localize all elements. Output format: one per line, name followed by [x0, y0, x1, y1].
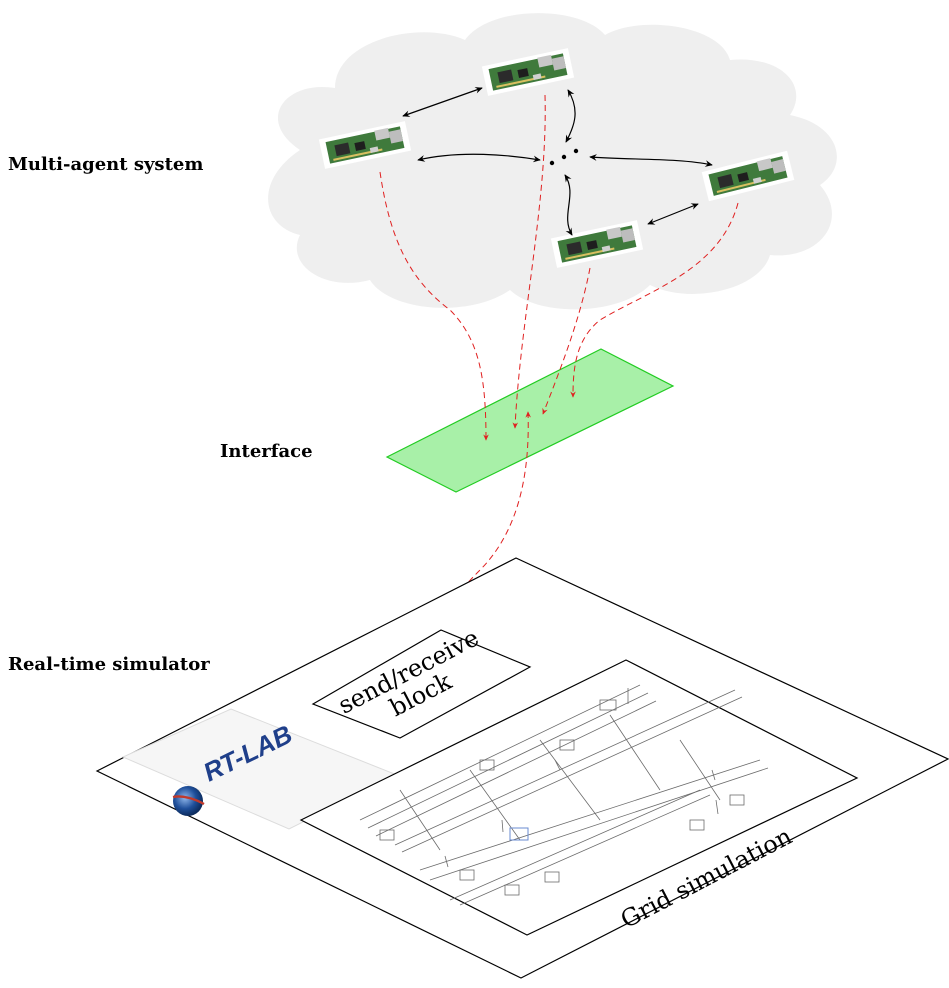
simulator-label: Real-time simulator [8, 654, 210, 675]
send-receive-block [311, 629, 532, 739]
grid-schematic [359, 684, 769, 906]
agent-links [402, 87, 713, 236]
rt-lab-logo-icon: RT-LAB [121, 708, 399, 830]
more-agents-ellipsis [549, 148, 579, 166]
interface-plane [385, 348, 675, 493]
grid-simulation-block [299, 659, 859, 936]
mas-label: Multi-agent system [8, 154, 203, 175]
interface-label: Interface [220, 441, 313, 462]
